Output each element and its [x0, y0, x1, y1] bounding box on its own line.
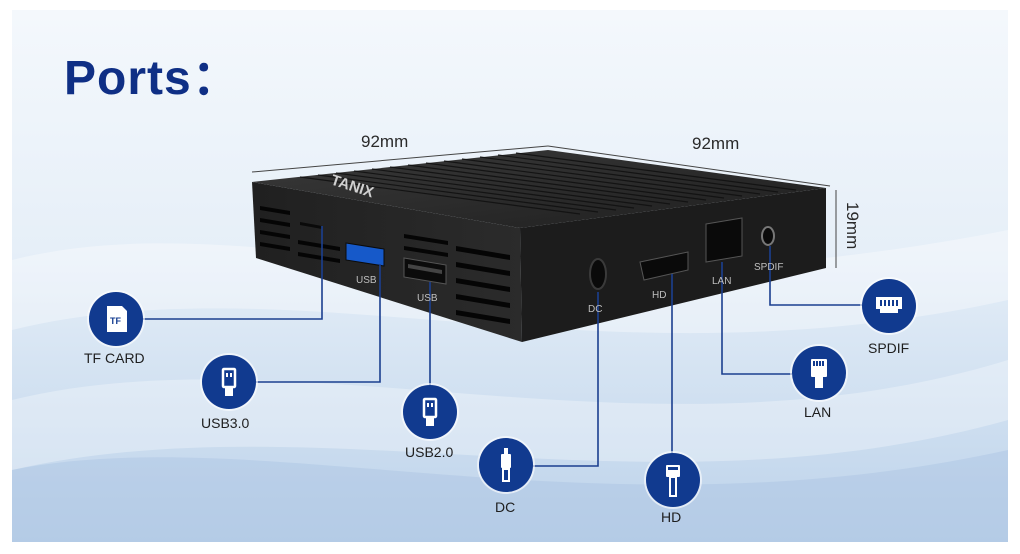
port-label-dc: DC — [495, 499, 516, 515]
usb-b-mark: USB — [417, 293, 438, 304]
port-label-usb3: USB3.0 — [201, 415, 250, 431]
usb3-icon — [202, 355, 256, 409]
brand-logo: TANIX — [329, 172, 376, 202]
hd-mark: HD — [652, 290, 666, 301]
dimension-width-right: 92mm — [692, 134, 740, 153]
dimension-width-left: 92mm — [361, 132, 409, 151]
dc-mark: DC — [588, 304, 602, 315]
page-title: Ports： — [64, 52, 241, 105]
port-label-lan: LAN — [804, 404, 832, 420]
lan-mark: LAN — [712, 276, 731, 287]
port-label-spdif: SPDIF — [868, 340, 910, 356]
port-label-tf-card: TF CARD — [84, 350, 145, 366]
dc-plug-icon — [479, 438, 533, 492]
spdif-icon — [862, 279, 916, 333]
port-label-usb2: USB2.0 — [405, 444, 454, 460]
device-top — [252, 150, 826, 228]
device-front-face — [252, 182, 522, 342]
usb-a-mark: USB — [356, 275, 377, 286]
port-label-hd: HD — [661, 509, 682, 525]
hdmi-icon — [646, 453, 700, 507]
usb2-icon — [403, 385, 457, 439]
svg-text:TF: TF — [110, 316, 121, 326]
ethernet-icon — [792, 346, 846, 400]
tf-card-icon: TF — [89, 292, 143, 346]
spdif-mark: SPDIF — [754, 262, 783, 273]
